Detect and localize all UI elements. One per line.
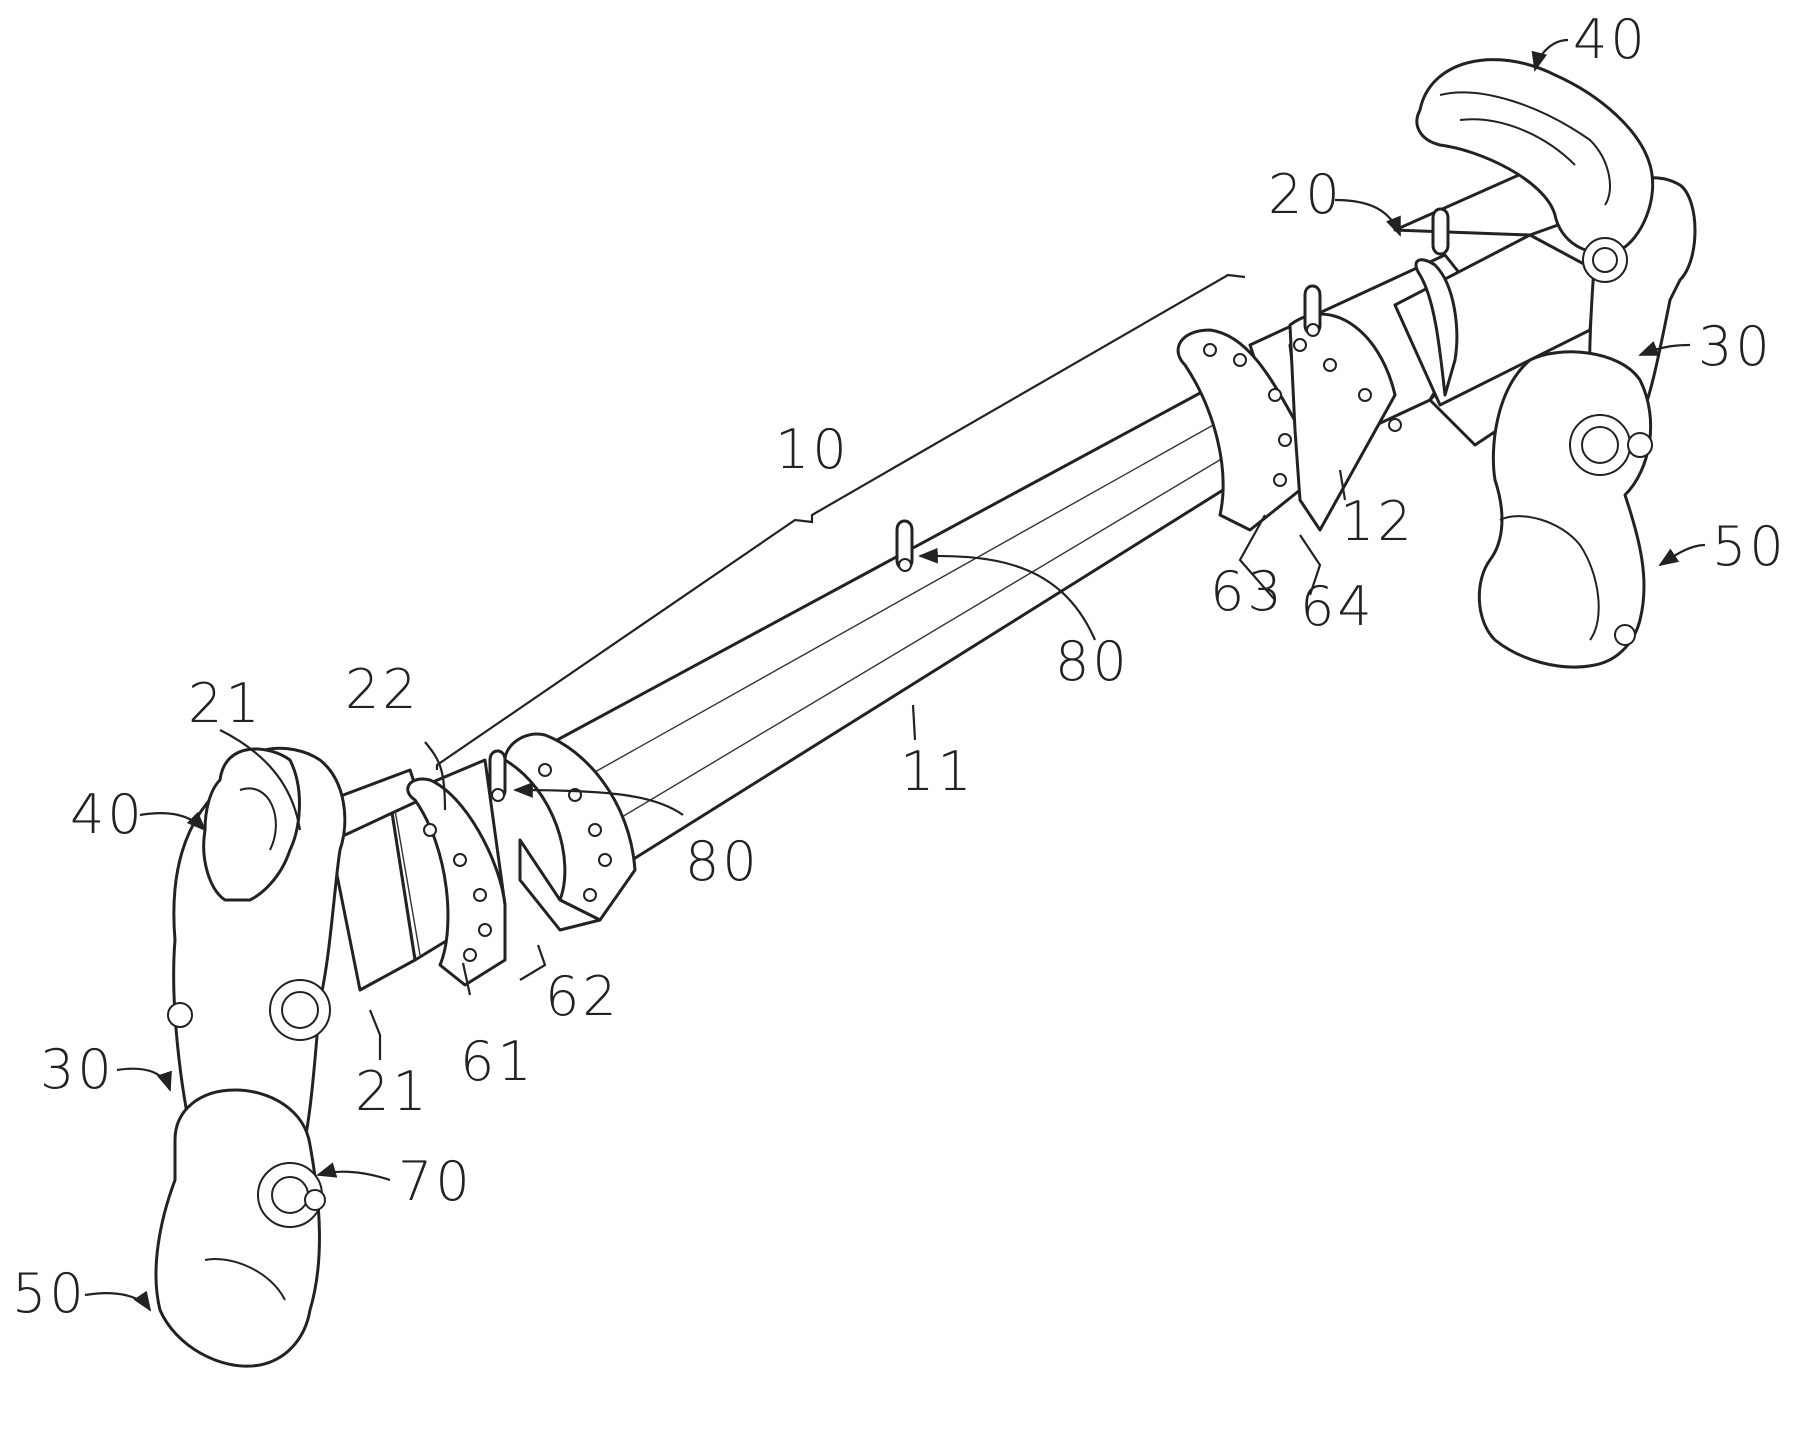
bracket-10 <box>435 273 1246 770</box>
lifting-lug-right-a <box>1303 284 1322 337</box>
lifting-lug-mid <box>895 519 914 572</box>
label-63: 63 <box>1210 560 1285 623</box>
left-end-assembly <box>154 746 347 1368</box>
label-80-mid: 80 <box>1055 630 1130 693</box>
label-61: 61 <box>460 1030 535 1093</box>
label-50-right: 50 <box>1712 515 1787 578</box>
lifting-lug-left <box>488 749 507 802</box>
left-flange-pair <box>406 777 507 987</box>
label-21-bottom: 21 <box>355 1060 430 1123</box>
left-middle-flange <box>503 732 637 932</box>
label-22: 22 <box>345 658 420 721</box>
label-40-right: 40 <box>1573 8 1648 71</box>
right-end-assembly <box>1415 58 1697 669</box>
label-12: 12 <box>1340 490 1415 553</box>
label-64: 64 <box>1300 575 1375 638</box>
label-21-top: 21 <box>188 672 263 735</box>
label-30-left: 30 <box>40 1038 115 1101</box>
label-70: 70 <box>398 1150 473 1213</box>
label-20: 20 <box>1268 163 1343 226</box>
label-50-left: 50 <box>12 1262 87 1325</box>
label-80-left: 80 <box>685 830 760 893</box>
label-40-left: 40 <box>70 783 145 846</box>
label-10: 10 <box>775 418 850 481</box>
label-11: 11 <box>900 740 975 803</box>
label-62: 62 <box>545 965 620 1028</box>
label-30-right: 30 <box>1698 315 1773 378</box>
lifting-lug-right-b <box>1431 207 1450 256</box>
